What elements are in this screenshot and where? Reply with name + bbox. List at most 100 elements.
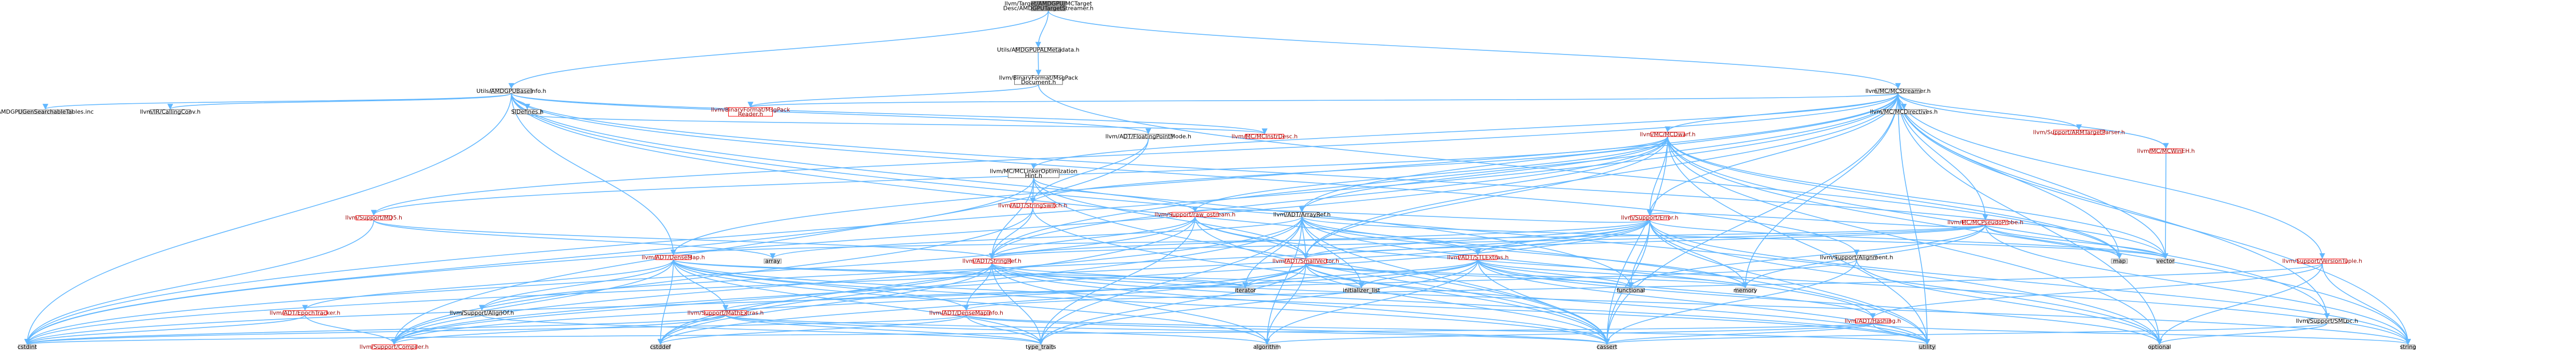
node-label: array [765,258,780,265]
node-mcpseudo[interactable]: llvm/MC/MCPseudoProbe.h [1947,219,2023,226]
node-box [2401,344,2415,350]
edge-stlextras-to-typetraits [1038,259,1479,345]
edge-densemap-to-compiler [391,259,674,345]
node-error[interactable]: llvm/Support/Error.h [1621,214,1679,221]
node-box [1918,344,1936,350]
edge-mcpseudo-to-string [1985,224,2411,345]
node-box [2156,258,2175,264]
node-label: memory [1734,287,1757,294]
edge-mcdwarf-to-error [1646,136,1668,216]
node-compiler[interactable]: llvm/Support/Compiler.h [360,344,429,350]
node-armtp[interactable]: llvm/Support/ARMTargetParser.h [2033,129,2125,135]
node-box [1010,203,1056,208]
edge-densemapinfo-to-utility [965,314,1930,345]
node-mcstreamer[interactable]: llvm/MC/MCStreamer.h [1865,88,1931,94]
node-label: llvm/ADT/STLExtras.h [1447,254,1509,261]
node-box [1031,1,1066,11]
edge-palmeta-to-msgpackdoc [1035,52,1042,76]
node-mathextras[interactable]: llvm/Support/MathExtras.h [687,309,764,316]
edge-mathextras-to-typetraits [725,314,1044,345]
edge-densemap-to-algorithm [673,259,1270,345]
edge-mcstreamer-to-smloc [1897,93,2330,319]
edge-densemap-to-initlist [673,259,1364,289]
node-epochtracker[interactable]: llvm/ADT/EpochTracker.h [269,309,340,316]
node-label: llvm/ADT/StringSwitch.h [998,202,1067,209]
edge-smloc-to-cassert [1604,323,2328,345]
node-stringswitch[interactable]: llvm/ADT/StringSwitch.h [998,202,1067,209]
node-hashing[interactable]: llvm/ADT/Hashing.h [1845,318,1901,324]
node-label: cstdint [18,344,37,350]
node-smloc[interactable]: llvm/Support/SMLoc.h [2296,318,2358,324]
edge-msgpackdoc-to-msgpackreader [747,84,1039,108]
edge-hashing-to-cassert [1604,323,1873,345]
node-label: llvm/ADT/FloatingPointMode.h [1106,133,1191,140]
edge-epochtracker-to-compiler [304,314,397,345]
node-versiontuple[interactable]: llvm/Support/VersionTuple.h [2282,258,2362,265]
edge-mcstreamer-to-msgpackreader [748,92,1899,108]
node-box [1245,134,1284,139]
edge-mcdwarf-to-arrayref [1299,136,1668,213]
node-map: map [2111,258,2128,265]
node-mcwinezh[interactable]: llvm/MC/MCWinEH.h [2137,147,2195,154]
node-box [18,109,73,115]
edge-rawostream-to-cstdint [24,216,1196,345]
node-md5[interactable]: llvm/Support/MD5.h [345,214,402,221]
node-palmeta[interactable]: Utils/AMDGPUPALMetadata.h [997,47,1080,53]
node-label: Hint.h [1025,172,1042,179]
node-mcdwarf[interactable]: llvm/MC/MCDwarf.h [1640,131,1695,138]
node-mcinstrdesc[interactable]: llvm/MC/MCInstrDesc.h [1232,133,1298,140]
node-arrayref[interactable]: llvm/ADT/ArrayRef.h [1273,211,1331,218]
node-callingconv[interactable]: llvm/IR/CallingConv.h [140,108,201,115]
edge-stringswitch-to-stringref [989,208,1033,259]
edge-mclinker-to-stringref [989,177,1034,259]
node-alignment[interactable]: llvm/Support/Alignment.h [1820,254,1893,261]
edge-mcstreamer-to-mcwinezh [1897,93,2169,149]
node-box [1284,212,1320,217]
edge-root-to-palmeta [1035,10,1049,48]
edge-mcstreamer-to-armtp [1897,93,2082,130]
edge-arrayref-to-vector [1301,216,2169,259]
node-label: type_traits [1026,344,1056,350]
edge-error-to-string [1649,220,2411,345]
node-label: llvm/Support/MD5.h [345,214,402,221]
edge-hashing-to-utility [1872,323,1930,345]
edge-mcstreamer-to-cstdint [24,93,1899,345]
node-root[interactable]: llvm/Target/AMDGPU/MCTargetDesc/AMDGPUTa… [1003,1,1094,12]
edge-mcdwarf-to-smallvector [1303,136,1668,259]
node-densemapinfo[interactable]: llvm/ADT/DenseMapInfo.h [929,309,1003,316]
edge-stringref-to-typetraits [991,263,1044,345]
edge-mcstreamer-to-stringref [989,93,1899,259]
node-fpmode[interactable]: llvm/ADT/FloatingPointMode.h [1106,133,1191,140]
edge-arrayref-to-iterator [1242,216,1303,289]
node-box [2053,130,2105,135]
edge-hashing-to-algorithm [1264,323,1873,345]
node-rawostream[interactable]: llvm/Support/raw_ostream.h [1155,211,1236,218]
node-smallvector[interactable]: llvm/ADT/SmallVector.h [1273,258,1340,265]
node-alignof[interactable]: llvm/Support/AlignOf.h [449,309,514,316]
node-label: llvm/MC/MCStreamer.h [1865,88,1931,94]
edge-baseinfo-to-optional [511,93,2162,345]
node-baseinfo[interactable]: Utils/AMDGPUBaseInfo.h [476,88,547,94]
node-stlextras[interactable]: llvm/ADT/STLExtras.h [1447,254,1509,261]
node-box [1028,344,1054,350]
node-algorithm: algorithm [1253,344,1281,350]
node-stringref[interactable]: llvm/ADT/StringRef.h [962,258,1021,265]
edge-densemap-to-cstddef [657,259,674,345]
node-mcdirectives[interactable]: llvm/MC/MCDirectives.h [1870,108,1938,115]
node-sidefines[interactable]: SIDefines.h [511,108,543,115]
edge-stringref-to-utility [991,263,1930,345]
edge-densemapinfo-to-cstdint [24,314,967,345]
edge-baseinfo-to-fpmode [511,92,1151,134]
node-label: llvm/ADT/StringRef.h [962,258,1021,265]
node-vector: vector [2157,258,2175,265]
edge-alignof-to-typetraits [481,314,1044,345]
node-label: llvm/BinaryFormat/MsgPack [711,106,790,113]
edge-stlextras-to-utility [1477,259,1930,345]
edge-mcstreamer-to-error [1646,93,1899,216]
node-densemap[interactable]: llvm/ADT/DenseMap.h [642,254,705,261]
node-box [704,310,747,316]
